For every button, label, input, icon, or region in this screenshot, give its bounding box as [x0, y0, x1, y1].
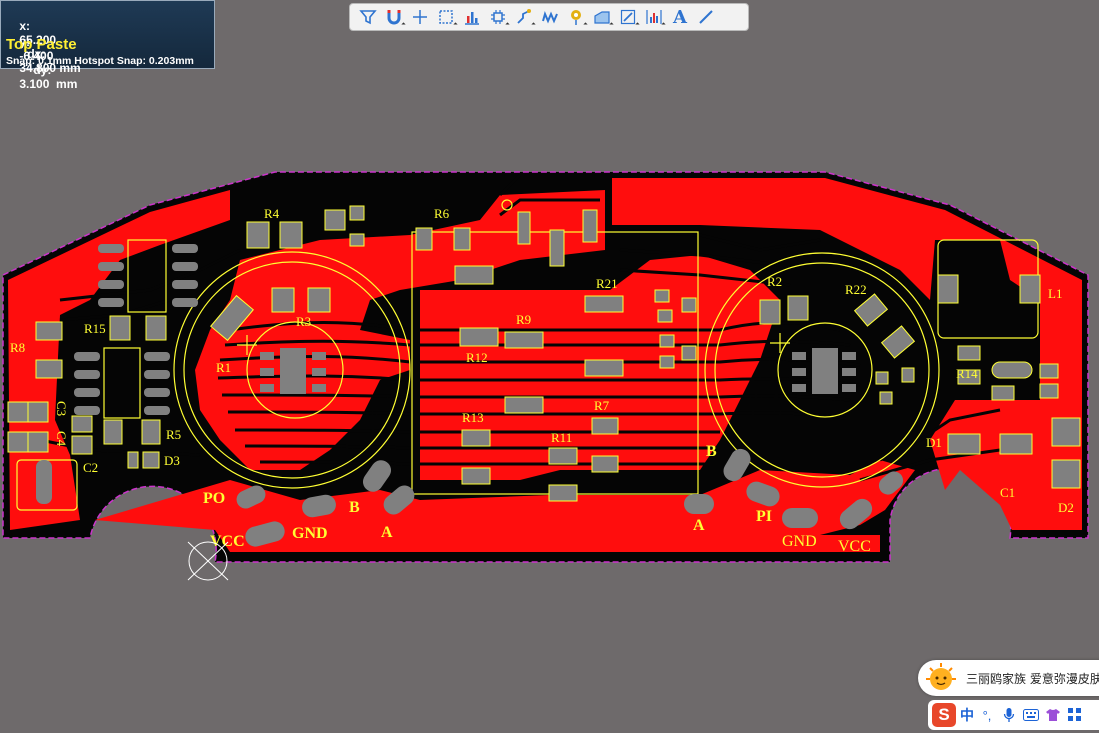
- y-value: -6.400: [19, 49, 54, 63]
- filter-button[interactable]: [355, 6, 381, 28]
- route-button[interactable]: [511, 6, 537, 28]
- designator: R13: [462, 410, 484, 425]
- x-label: x:: [19, 19, 31, 33]
- designator: R11: [551, 430, 572, 445]
- designator: C2: [83, 460, 98, 475]
- ime-news-text: 三丽鸥家族 爱意弥漫皮肤: [966, 671, 1099, 686]
- designator: R5: [166, 427, 181, 442]
- interactive-route-icon: [542, 11, 558, 24]
- keyboard-icon[interactable]: [1022, 706, 1040, 724]
- crosshair-button[interactable]: [407, 6, 433, 28]
- via-button[interactable]: [563, 6, 589, 28]
- ime-news-widget[interactable]: 三丽鸥家族 爱意弥漫皮肤: [918, 660, 1099, 696]
- designator-labels: R4 R8 R6 R21 R2 R22 L1 R15 R3 R12 R9 R1 …: [10, 206, 1074, 515]
- dx-label: dx:: [27, 47, 46, 61]
- grid-menu-icon[interactable]: [1066, 706, 1084, 724]
- microphone-icon[interactable]: [1000, 706, 1018, 724]
- sun-mascot-icon: [926, 663, 956, 690]
- designator: D1: [926, 435, 942, 450]
- text-button[interactable]: A: [667, 6, 693, 28]
- silkscreen: [16, 199, 1039, 511]
- ic-outlines: [103, 239, 167, 419]
- snap-magnet-button[interactable]: [381, 6, 407, 28]
- copper-pour-center: [195, 190, 605, 470]
- ime-mode-toggle[interactable]: 中: [960, 708, 974, 724]
- designator: R14: [956, 366, 978, 381]
- chart-button[interactable]: [459, 6, 485, 28]
- designator: D3: [164, 453, 180, 468]
- bar-chart-icon: [465, 12, 479, 25]
- interactive-route-button[interactable]: [537, 6, 563, 28]
- magnet-icon: [387, 10, 401, 25]
- dx-value: 34.800 mm: [19, 61, 81, 75]
- designator: R3: [296, 314, 311, 329]
- dy-value: 3.100 mm: [19, 77, 78, 91]
- net-label-po: PO: [203, 490, 225, 507]
- y-label: y:: [19, 35, 31, 49]
- net-label-a: A: [381, 524, 393, 541]
- net-label-vcc: VCC: [838, 538, 871, 555]
- designator: D2: [1058, 500, 1074, 515]
- net-label-b: B: [349, 499, 360, 516]
- dimension-icon: [646, 10, 662, 24]
- coordinate-panel: x: 65.200 dx: 34.800 mm y: -6.400 dy: 3.…: [0, 0, 215, 91]
- x-value: 65.200: [19, 33, 57, 47]
- designator: C4: [54, 431, 69, 447]
- origin-marker: [187, 541, 229, 581]
- designator: R21: [596, 276, 618, 291]
- designator: C3: [54, 401, 69, 416]
- ime-toolbar: S 中 °,: [928, 700, 1099, 730]
- select-rect-icon: [439, 10, 453, 24]
- component-button[interactable]: [485, 6, 511, 28]
- polygon-icon: [594, 11, 610, 24]
- connector-pads: [236, 448, 904, 547]
- designator: R7: [594, 398, 610, 413]
- designator: R1: [216, 360, 231, 375]
- polygon-button[interactable]: [589, 6, 615, 28]
- copper-pour-bottom: [95, 460, 915, 552]
- designator: R2: [767, 274, 782, 289]
- component-icon: [491, 10, 505, 24]
- designator: R9: [516, 312, 531, 327]
- dimension-button[interactable]: [641, 6, 667, 28]
- traces: [39, 173, 1001, 482]
- dy-label: dy:: [33, 63, 52, 77]
- line-edit-button[interactable]: [615, 6, 641, 28]
- net-label-vcc: VCC: [210, 533, 245, 550]
- designator: L1: [1048, 286, 1062, 301]
- net-label-a: A: [693, 517, 705, 534]
- line-icon: [699, 10, 713, 24]
- ic-packages: [36, 244, 856, 504]
- designator: R6: [434, 206, 450, 221]
- text-icon: A: [673, 6, 687, 28]
- select-button[interactable]: [433, 6, 459, 28]
- sogou-logo-icon[interactable]: S: [932, 703, 956, 727]
- floating-toolbar: A: [349, 3, 749, 31]
- net-label-pi: PI: [756, 508, 772, 525]
- skin-shirt-icon[interactable]: [1044, 706, 1062, 724]
- designator: R12: [466, 350, 488, 365]
- net-label-gnd: GND: [782, 533, 817, 550]
- punctuation-icon[interactable]: °,: [982, 707, 992, 723]
- line-button[interactable]: [693, 6, 719, 28]
- designator: R22: [845, 282, 867, 297]
- designator: R15: [84, 321, 106, 336]
- via-icon: [571, 10, 581, 25]
- crosshair-icon: [413, 10, 427, 24]
- current-layer: Top Paste: [6, 36, 77, 53]
- coord-x-row: x: 65.200 dx: 34.800 mm: [6, 5, 81, 89]
- coord-y-row: y: -6.400 dy: 3.100 mm: [6, 21, 77, 105]
- net-label-b: B: [706, 443, 717, 460]
- designator: R8: [10, 340, 25, 355]
- designator: C1: [1000, 485, 1015, 500]
- route-icon: [517, 9, 531, 24]
- filter-icon: [359, 10, 377, 25]
- line-edit-icon: [620, 9, 636, 25]
- paste-pads: [7, 205, 1081, 502]
- designator: R4: [264, 206, 280, 221]
- net-labels: PO VCC GND B A A B PI GND VCC: [203, 443, 871, 555]
- net-label-gnd: GND: [292, 525, 328, 542]
- snap-info: Snap: 0.1mm Hotspot Snap: 0.203mm: [6, 55, 194, 67]
